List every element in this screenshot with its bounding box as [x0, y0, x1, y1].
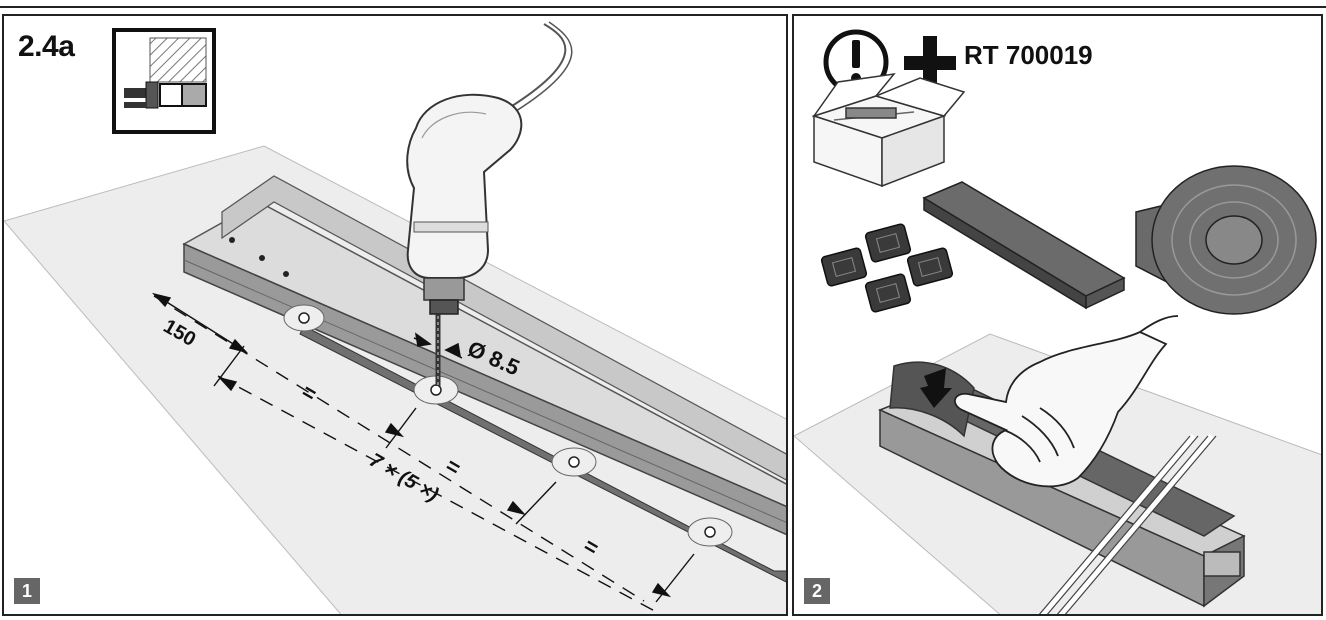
- wall-mount-icon: [112, 28, 216, 134]
- rail-front-face: [183, 242, 786, 536]
- rail-back-flange: [221, 175, 786, 481]
- panel-drilling: 150 Ø 8.5 = = = 7 × (5 ×) 2.4a: [2, 14, 788, 616]
- accessories-illustration: [794, 29, 1321, 614]
- flange-hole: [283, 271, 289, 277]
- panel-number: 1: [14, 578, 40, 604]
- hole-marker: [283, 304, 325, 332]
- part-number: RT 700019: [964, 40, 1093, 70]
- felt-roll: [1135, 165, 1317, 315]
- panel-number: 2: [804, 578, 830, 604]
- drilling-illustration: 150 Ø 8.5 = = = 7 × (5 ×): [4, 21, 786, 614]
- step-label: 2.4a: [18, 30, 75, 63]
- flange-hole: [259, 255, 265, 261]
- hole-marker: [551, 447, 597, 477]
- press-arrow-icon: [920, 368, 952, 408]
- top-rule: [0, 6, 1326, 8]
- power-drill: [406, 21, 573, 386]
- panel-accessories: RT 700019 2: [792, 14, 1323, 616]
- hand-illustration: [954, 315, 1179, 488]
- break-lines: [1039, 434, 1215, 614]
- wall-mount-diagram: [124, 37, 207, 109]
- felt-strips: [922, 181, 1126, 310]
- rubber-pads: [820, 223, 954, 313]
- hole-marker: [687, 517, 733, 547]
- diameter-callout: [413, 332, 463, 359]
- parts-box-icon: [811, 72, 966, 188]
- plus-icon: [904, 36, 956, 90]
- dimension-lines: [151, 292, 695, 614]
- flange-hole: [229, 237, 235, 243]
